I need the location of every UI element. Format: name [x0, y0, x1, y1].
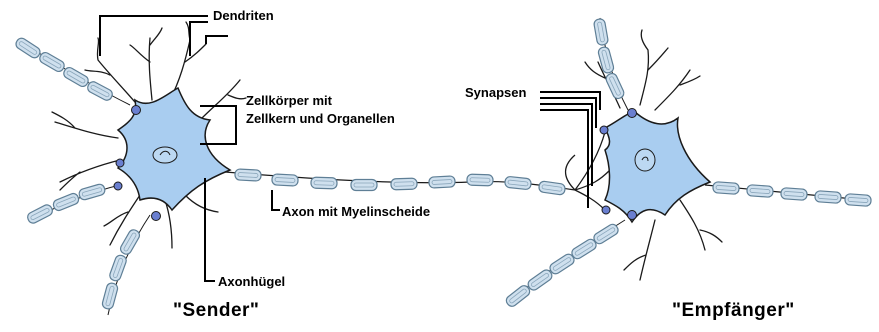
- label-receiver: "Empfänger": [672, 300, 795, 322]
- label-axon: Axon mit Myelinscheide: [282, 204, 430, 220]
- label-cell-body-line1: Zellkörper mit: [246, 93, 332, 109]
- axon: [225, 169, 575, 195]
- label-synapses: Synapsen: [465, 85, 526, 101]
- receiver-axon: [705, 182, 871, 207]
- receiver-nucleus: [635, 149, 655, 171]
- sender-nucleus: [153, 147, 177, 163]
- label-cell-body-line2: Zellkern und Organellen: [246, 111, 395, 127]
- label-dendrites: Dendriten: [213, 8, 274, 24]
- label-axon-hillock: Axonhügel: [218, 274, 285, 290]
- receiver-cell-body: [605, 112, 710, 222]
- label-sender: "Sender": [173, 300, 259, 322]
